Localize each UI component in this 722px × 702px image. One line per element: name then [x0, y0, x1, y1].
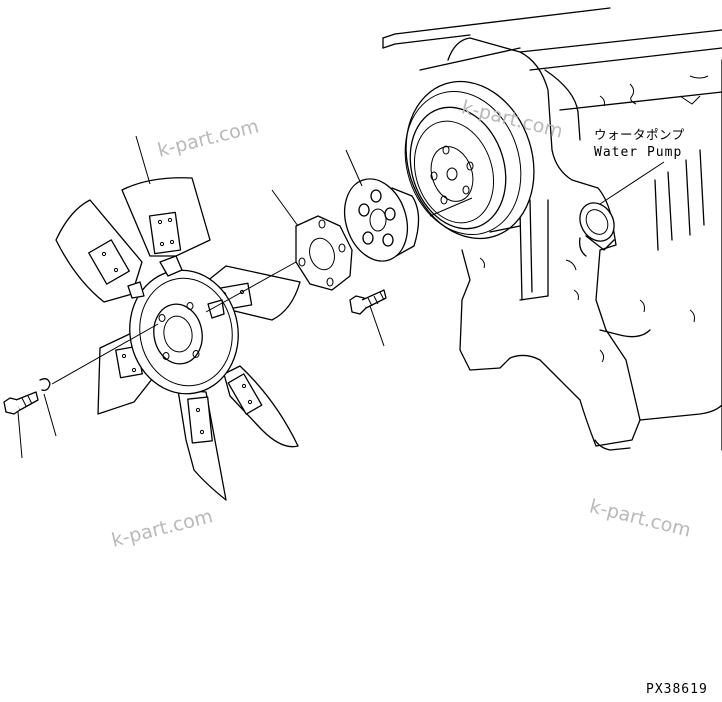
drawing-code: PX38619 [646, 682, 708, 697]
cooling-fan [55, 177, 301, 501]
fan-adapter-plate [295, 215, 353, 291]
bolt-fan [3, 391, 39, 415]
fan-spacer [344, 178, 473, 262]
leader-lines [17, 135, 665, 459]
lock-washer [39, 378, 51, 392]
water-pump-label-en: Water Pump [594, 145, 683, 160]
engine-block [382, 7, 722, 451]
water-pump-label-jp: ウォータポンプ [594, 127, 685, 142]
water-pump-pulley [404, 47, 535, 240]
bolt-spacer [349, 289, 387, 315]
